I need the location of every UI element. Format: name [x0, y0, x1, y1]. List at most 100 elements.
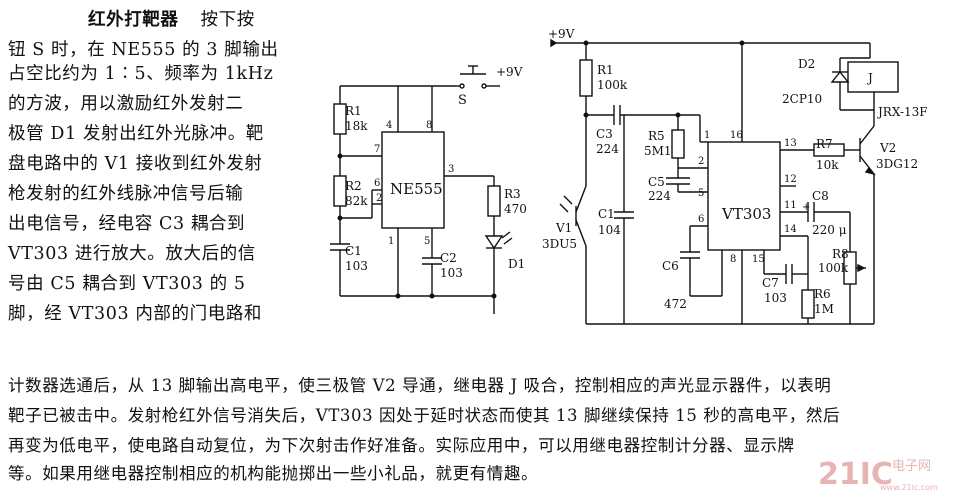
label-r1-rx-value: 100k	[597, 78, 628, 92]
label-d2-value: 2CP10	[782, 92, 822, 106]
pin-1: 1	[388, 236, 394, 247]
watermark-logo-text: 21IC	[818, 457, 893, 492]
pin-7: 7	[374, 144, 380, 155]
label-r1-tx: R1	[345, 104, 362, 118]
label-c6-value: 472	[664, 297, 687, 311]
resistor-r3-tx	[487, 185, 501, 217]
description-full-line-1: 计数器选通后，从 13 脚输出高电平，使三极管 V2 导通，继电器 J 吸合，控…	[8, 376, 832, 395]
label-d1: D1	[508, 257, 525, 271]
label-ic-ne555: NE555	[390, 180, 443, 198]
pin-8: 8	[426, 120, 432, 131]
phototransistor-v1	[559, 185, 587, 247]
description-line-11: 脚，经 VT303 内部的门电路和	[8, 304, 263, 324]
rx-pin-15: 15	[752, 254, 765, 265]
rx-pin-2: 2	[698, 156, 704, 167]
label-c3-value: 224	[596, 142, 619, 156]
description-line-10: 号由 C5 耦合到 VT303 的 5	[8, 274, 246, 294]
label-r1-rx: R1	[597, 63, 614, 77]
rx-pin-14: 14	[784, 224, 797, 235]
label-c8-value: 220 μ	[812, 223, 847, 237]
label-c1-rx: C1	[598, 207, 615, 221]
label-ic-vt303: VT303	[721, 205, 771, 223]
label-c8-polarity: +	[802, 202, 810, 213]
label-v1: V1	[555, 221, 572, 235]
description-line-1: 红外打靶器按下按	[88, 10, 255, 30]
rx-pin-6: 6	[698, 214, 704, 225]
label-relay-j: J	[866, 71, 873, 85]
pin-6: 6	[374, 178, 380, 189]
ic-ne555	[381, 131, 445, 229]
label-v2-value: 3DG12	[876, 157, 918, 171]
label-switch-s: S	[458, 93, 467, 108]
transmitter-labels: R1 18k R2 82k C1 103 C2 103 R3 470 D1 S …	[345, 65, 527, 280]
relay-j	[847, 61, 899, 93]
label-r3-tx: R3	[504, 187, 521, 201]
watermark-logo: 21IC 电子网 www.21ic.com	[818, 457, 938, 492]
resistor-r6	[801, 289, 815, 319]
pin-5: 5	[424, 236, 430, 247]
label-c5-value: 224	[648, 189, 671, 203]
switch-s	[456, 65, 500, 89]
description-full-line-2: 靶子已被击中。发射枪红外信号消失后，VT303 因处于延时状态而使其 13 脚继…	[8, 406, 841, 425]
label-r2-tx-value: 82k	[345, 194, 368, 208]
pin-2: 2	[376, 193, 382, 204]
watermark-cn: 电子网	[892, 459, 931, 474]
description-line-7: 枪发射的红外线脉冲信号后输	[8, 184, 244, 204]
resistor-r1-rx	[579, 59, 593, 97]
description-full-line-3: 再变为低电平，使电路自动复位，为下次射击作好准备。实际应用中，可以用继电器控制计…	[8, 436, 795, 455]
label-supply-tx: +9V	[496, 65, 523, 79]
ic-vt303	[707, 141, 781, 251]
label-c2-tx: C2	[440, 251, 457, 265]
pin-4: 4	[386, 120, 392, 131]
resistor-r5	[671, 129, 685, 159]
rx-pin-11: 11	[784, 200, 797, 211]
watermark-url: www.21ic.com	[880, 483, 938, 492]
description-line-3: 占空比约为 1∶5、频率为 1kHz	[8, 64, 274, 84]
transistor-v2	[859, 125, 876, 176]
rx-pin-1: 1	[704, 130, 710, 141]
rx-pin-8: 8	[730, 254, 736, 265]
label-c3: C3	[596, 127, 613, 141]
label-r8-value: 100k	[818, 261, 849, 275]
label-r3-tx-value: 470	[504, 202, 527, 216]
label-v2: V2	[879, 141, 896, 155]
receiver-circuit	[550, 38, 899, 325]
description-line-5: 极管 D1 发射出红外光脉冲。靶	[8, 124, 264, 144]
label-c7: C7	[762, 276, 779, 290]
label-r7: R7	[816, 137, 833, 151]
description-line-9: VT303 进行放大。放大后的信	[8, 244, 256, 264]
transmitter-circuit	[330, 65, 513, 314]
receiver-labels: +9V R1 100k C3 224 R5 5M1 C5 224 V1 3DU5…	[542, 27, 928, 316]
label-r8: R8	[832, 247, 849, 261]
label-c7-value: 103	[764, 291, 787, 305]
description-line-8: 出电信号，经电容 C3 耦合到	[8, 214, 246, 234]
pin-3: 3	[448, 164, 454, 175]
rx-pin-16: 16	[730, 130, 743, 141]
label-r6-value: 1M	[814, 302, 834, 316]
label-r1-tx-value: 18k	[345, 119, 368, 133]
label-c1-tx-value: 103	[345, 259, 368, 273]
label-c2-tx-value: 103	[440, 266, 463, 280]
description-line-2: 钮 S 时，在 NE555 的 3 脚输出	[8, 40, 279, 60]
label-r6: R6	[814, 287, 831, 301]
description-full-line-4: 等。如果用继电器控制相应的机构能抛掷出一些小礼品，就更有情趣。	[8, 464, 539, 483]
diode-d2	[830, 70, 850, 83]
label-c8: C8	[812, 189, 829, 203]
label-supply-rx: +9V	[548, 27, 575, 41]
rx-pin-13: 13	[784, 138, 797, 149]
label-d2: D2	[798, 57, 815, 71]
label-c5: C5	[648, 175, 665, 189]
article-title: 红外打靶器	[88, 10, 179, 30]
label-relay-value: JRX-13F	[876, 105, 928, 119]
led-d1	[484, 231, 513, 296]
rx-pin-12: 12	[784, 174, 797, 185]
label-c1-rx-value: 104	[598, 223, 621, 237]
label-v1-value: 3DU5	[542, 237, 577, 251]
label-r5: R5	[648, 129, 665, 143]
rx-pin-5: 5	[698, 188, 704, 199]
label-c1-tx: C1	[345, 244, 362, 258]
label-r7-value: 10k	[816, 158, 839, 172]
label-r2-tx: R2	[345, 179, 362, 193]
label-c6: C6	[662, 259, 679, 273]
